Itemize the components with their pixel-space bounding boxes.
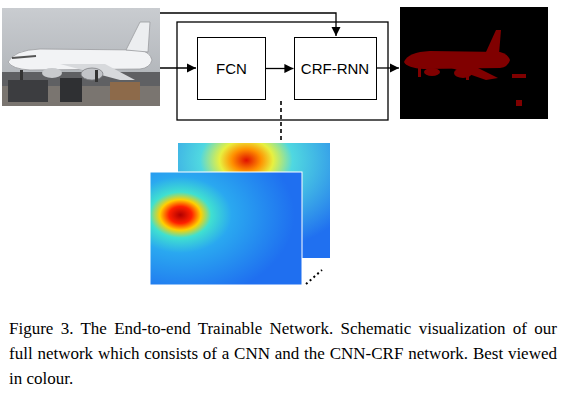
box-label: CRF-RNN — [301, 60, 369, 77]
box-label: FCN — [216, 60, 247, 77]
output-segmentation — [400, 7, 548, 119]
figure-caption: Figure 3. The End-to-end Trainable Netwo… — [9, 316, 557, 391]
network-frame — [177, 22, 388, 120]
stack-dots — [306, 270, 322, 284]
flow-arrow — [266, 68, 294, 69]
process-box: FCN — [197, 37, 266, 100]
process-box: CRF-RNN — [294, 37, 377, 100]
input-photo — [2, 8, 160, 106]
score-heatmaps — [150, 143, 330, 285]
output-arrow — [375, 67, 399, 68]
image-bypass-arrow — [160, 13, 336, 36]
input-arrow — [160, 67, 196, 68]
